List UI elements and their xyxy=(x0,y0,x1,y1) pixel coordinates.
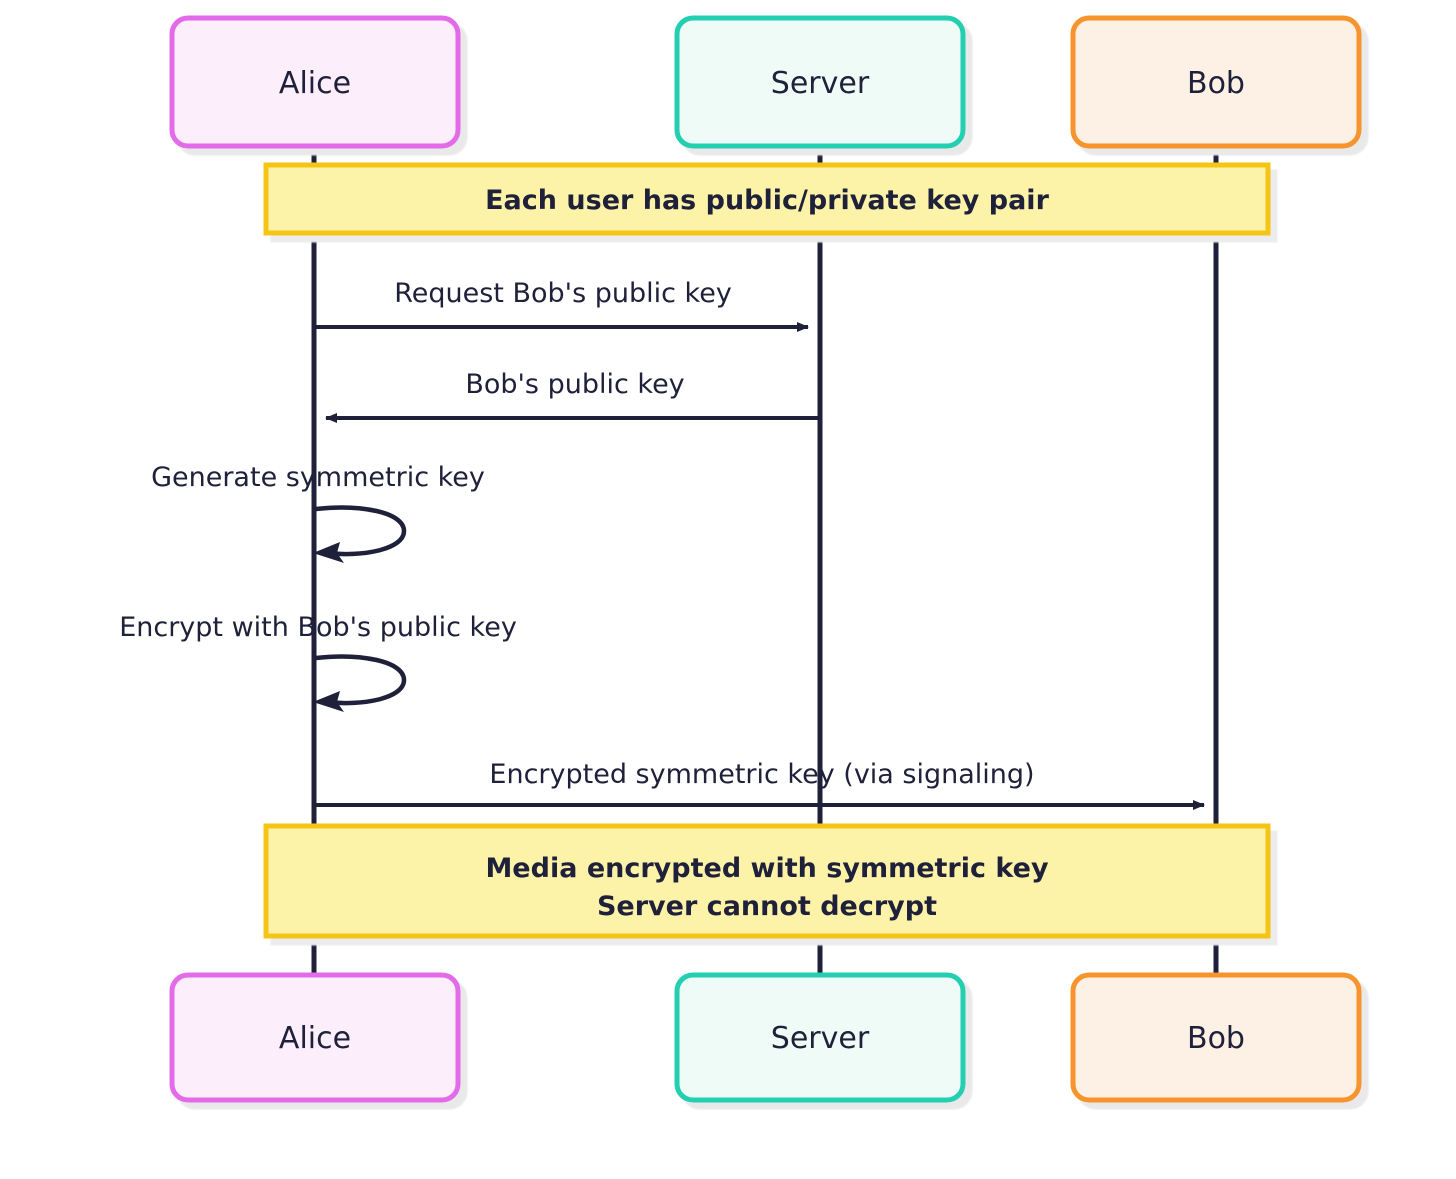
actor-box-alice-top-rect[interactable] xyxy=(169,15,461,149)
note-media-encrypted-rect[interactable] xyxy=(263,823,1271,939)
actor-box-bob-top-rect[interactable] xyxy=(1070,15,1362,149)
actor-box-alice-bottom-rect[interactable] xyxy=(169,972,461,1103)
note-key-pair-rect[interactable] xyxy=(263,162,1271,236)
message-label-encrypted-symmetric-key: Encrypted symmetric key (via signaling) xyxy=(489,759,1034,790)
actor-box-bob-bottom-rect[interactable] xyxy=(1070,972,1362,1103)
message-encrypted-symmetric-key[interactable]: Encrypted symmetric key (via signaling) xyxy=(314,759,1205,810)
actor-label-server-top: Server xyxy=(771,66,870,101)
message-label-encrypt-with-bob-key: Encrypt with Bob's public key xyxy=(119,612,517,643)
message-label-bob-public-key: Bob's public key xyxy=(465,369,684,400)
actor-label-alice-top: Alice xyxy=(279,66,351,101)
message-label-generate-symmetric-key: Generate symmetric key xyxy=(151,462,485,493)
actor-box-bob-top[interactable]: Bob xyxy=(1070,15,1362,149)
actor-box-server-top-rect[interactable] xyxy=(674,15,966,149)
message-bob-public-key[interactable]: Bob's public key xyxy=(325,369,820,423)
note-media-encrypted-line-2: Server cannot decrypt xyxy=(597,891,937,922)
message-label-request-bob-key: Request Bob's public key xyxy=(394,278,732,309)
actor-box-alice-top[interactable]: Alice xyxy=(169,15,461,149)
actor-box-bob-bottom[interactable]: Bob xyxy=(1070,972,1362,1103)
message-loop-generate-symmetric-key[interactable] xyxy=(315,505,407,557)
message-generate-symmetric-key[interactable]: Generate symmetric key xyxy=(151,462,485,563)
actor-box-server-bottom[interactable]: Server xyxy=(674,972,966,1103)
note-key-pair[interactable]: Each user has public/private key pair xyxy=(263,162,1271,236)
note-key-pair-line-1: Each user has public/private key pair xyxy=(485,185,1049,216)
message-request-bob-key[interactable]: Request Bob's public key xyxy=(314,278,809,332)
message-arrowhead-encrypt-with-bob-key xyxy=(313,691,344,712)
actor-label-alice-bottom: Alice xyxy=(279,1021,351,1056)
note-media-encrypted[interactable]: Media encrypted with symmetric key Serve… xyxy=(263,823,1271,939)
actor-label-bob-top: Bob xyxy=(1187,66,1245,101)
actor-box-server-bottom-rect[interactable] xyxy=(674,972,966,1103)
message-encrypt-with-bob-key[interactable]: Encrypt with Bob's public key xyxy=(119,612,517,712)
message-loop-encrypt-with-bob-key[interactable] xyxy=(315,654,407,706)
actor-label-bob-bottom: Bob xyxy=(1187,1021,1245,1056)
note-media-encrypted-line-1: Media encrypted with symmetric key xyxy=(485,853,1049,884)
actor-box-server-top[interactable]: Server xyxy=(674,15,966,149)
message-arrowhead-generate-symmetric-key xyxy=(313,542,344,563)
actor-label-server-bottom: Server xyxy=(771,1021,870,1056)
actor-box-alice-bottom[interactable]: Alice xyxy=(169,972,461,1103)
